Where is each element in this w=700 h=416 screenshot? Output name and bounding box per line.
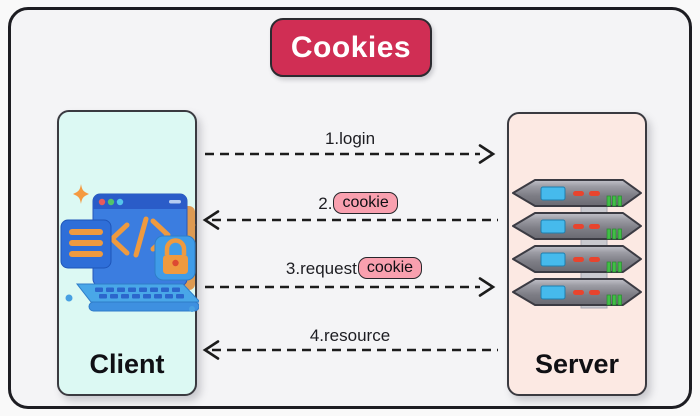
message-label-request-cookie: 3.request cookie <box>204 257 504 279</box>
client-label: Client <box>89 349 165 379</box>
browser-titlebar <box>93 194 187 209</box>
title-badge: Cookies <box>270 18 432 77</box>
message-text: 1.login <box>324 129 376 148</box>
message-label-cookie: 2. cookie <box>208 192 508 214</box>
server-stack-illustration-icon <box>512 179 642 309</box>
laptop-illustration-icon <box>60 184 199 312</box>
message-text: 4.resource <box>309 326 391 345</box>
server-unit-icon <box>512 278 642 306</box>
resource-arrow-left-icon <box>202 340 498 360</box>
cookie-badge: cookie <box>333 192 398 214</box>
cookie-badge: cookie <box>357 257 423 279</box>
deco-dot <box>189 306 195 312</box>
browser-dot-blue <box>116 198 124 206</box>
lock-icon <box>154 235 196 281</box>
message-label-resource: 4.resource <box>200 325 500 346</box>
deco-dot <box>65 294 73 302</box>
sparkle-icon <box>73 184 89 204</box>
client-box: Client <box>57 110 199 396</box>
browser-dot-red <box>98 198 106 206</box>
message-text: 2. <box>318 193 333 213</box>
login-arrow-right-icon <box>205 144 496 164</box>
server-unit-icon <box>512 212 642 240</box>
menu-card-icon <box>60 219 112 269</box>
browser-dot-green <box>107 198 115 206</box>
laptop-base <box>75 283 199 312</box>
server-unit-icon <box>512 245 642 273</box>
server-box: Server <box>507 112 647 396</box>
browser-bar-line <box>169 200 181 204</box>
server-label: Server <box>534 349 620 379</box>
server-unit-icon <box>512 179 642 207</box>
title-text: Cookies <box>290 30 412 64</box>
message-text: 3.request <box>285 258 357 278</box>
request-arrow-right-icon <box>205 277 496 297</box>
message-label-login: 1.login <box>200 128 500 149</box>
cookie-arrow-left-icon <box>202 210 498 230</box>
